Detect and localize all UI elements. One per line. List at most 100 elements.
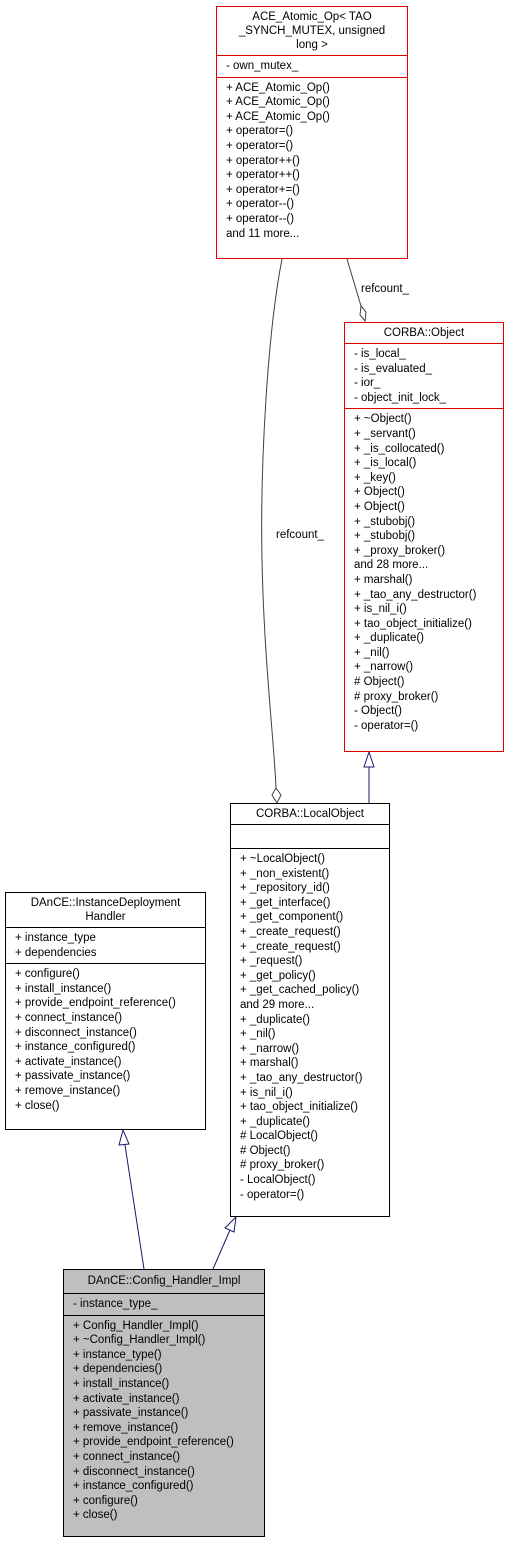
method-item: + operator++() — [226, 169, 300, 182]
attribute-section: - is_local_ - is_evaluated_ - ior_- object… — [345, 343, 503, 408]
method-item: + ~Object() — [354, 413, 412, 426]
method-item: + _proxy_broker() — [354, 544, 446, 557]
method-item: + remove_instance() — [15, 1084, 121, 1097]
method-item: + configure() — [73, 1494, 138, 1507]
refcount-label-object: refcount_ — [361, 283, 409, 295]
method-item: + _non_existent() — [240, 867, 330, 880]
method-item: + ~LocalObject() — [240, 853, 326, 865]
method-item: + _create_request() — [240, 940, 341, 953]
method-item: + activate_instance() — [15, 1055, 122, 1068]
method-item: + _tao_any_destructor() — [354, 588, 477, 601]
method-item: + install_instance() — [73, 1377, 170, 1390]
method-item: - operator=() — [354, 719, 419, 732]
inheritance-arrow-localobject — [224, 1215, 237, 1233]
method-item: + ACE_Atomic_Op() — [226, 110, 330, 123]
method-item: + operator=() — [226, 125, 294, 138]
inheritance-edge-config-localobject — [212, 1229, 231, 1270]
method-item: + _duplicate() — [240, 1115, 310, 1128]
method-item: + connect_instance() — [15, 1011, 123, 1024]
class-title: CORBA::Object — [383, 327, 465, 339]
method-item: + instance_configured() — [15, 1041, 136, 1054]
method-item: + provide_endpoint_reference() — [15, 997, 176, 1010]
class-corba-localobject[interactable]: CORBA::LocalObject + ~LocalObject()+ _no… — [230, 803, 390, 1217]
method-item: + install_instance() — [15, 982, 112, 995]
method-item: and 11 more... — [226, 227, 300, 240]
method-item: + disconnect_instance() — [73, 1465, 195, 1478]
method-item: + disconnect_instance() — [15, 1026, 137, 1039]
aggregation-diamond-localobject — [271, 787, 282, 805]
method-item: + activate_instance() — [73, 1392, 180, 1405]
method-item: + passivate_instance() — [15, 1070, 131, 1083]
method-item: + is_nil_i() — [240, 1086, 293, 1099]
method-section: + Config_Handler_Impl()+ ~Config_Handler… — [64, 1314, 264, 1526]
method-item: - Object() — [354, 705, 402, 718]
method-item: + tao_object_initialize() — [240, 1101, 358, 1114]
attribute-item: - object_init_lock_ — [354, 391, 447, 404]
method-item: + configure() — [15, 968, 80, 981]
inheritance-arrow-idh — [118, 1128, 130, 1146]
method-item: + Config_Handler_Impl() — [73, 1319, 199, 1332]
method-item: # proxy_broker() — [354, 690, 439, 703]
method-item: + _get_interface() — [240, 896, 331, 909]
class-title: DAnCE::InstanceDeployment Handler — [30, 897, 181, 923]
method-item: + instance_type() — [73, 1348, 162, 1361]
method-item: - operator=() — [240, 1188, 305, 1201]
method-item: + tao_object_initialize() — [354, 617, 472, 630]
method-section: + ~LocalObject()+ _non_existent()+ _repo… — [231, 848, 389, 1205]
method-item: + connect_instance() — [73, 1450, 181, 1463]
method-item: + _is_collocated() — [354, 442, 445, 455]
method-item: + _stubobj() — [354, 530, 416, 543]
refcount-edge-object — [346, 258, 362, 307]
method-item: and 29 more... — [240, 998, 315, 1011]
method-item: + ACE_Atomic_Op() — [226, 81, 330, 94]
method-item: + _get_component() — [240, 911, 344, 924]
method-item: + passivate_instance() — [73, 1407, 189, 1420]
method-item: + _get_cached_policy() — [240, 984, 360, 997]
method-item: + _servant() — [354, 427, 416, 440]
class-title: ACE_Atomic_Op< TAO _SYNCH_MUTEX, unsigne… — [238, 11, 386, 51]
method-item: + marshal() — [240, 1057, 299, 1070]
method-item: + operator++() — [226, 154, 300, 167]
attribute-section: - instance_type_ — [64, 1293, 264, 1315]
method-item: + _get_policy() — [240, 969, 316, 982]
method-section: + ACE_Atomic_Op()+ ACE_Atomic_Op()+ ACE_… — [217, 76, 407, 245]
class-corba-object[interactable]: CORBA::Object - is_local_- is_evaluated_… — [344, 322, 504, 752]
attribute-item: - ior_ — [354, 377, 381, 390]
method-item: + operator--() — [226, 212, 295, 225]
method-item: + _duplicate() — [354, 632, 424, 645]
method-item: # LocalObject() — [240, 1130, 318, 1143]
method-item: + _key() — [354, 471, 396, 484]
method-item: + Object() — [354, 500, 405, 513]
method-item: + _tao_any_destructor() — [240, 1071, 363, 1084]
method-item: # Object() — [240, 1144, 291, 1157]
method-item: + remove_instance() — [73, 1421, 179, 1434]
method-section: + ~Object()+ _servant() + _is_collocated(… — [345, 408, 503, 736]
attribute-section: - own_mutex_ — [217, 55, 407, 77]
attribute-item: - is_local_ — [354, 348, 406, 360]
method-item: + _narrow() — [354, 661, 414, 674]
refcount-edge-localobject — [261, 258, 283, 789]
method-item: + operator--() — [226, 198, 295, 211]
method-item: + _request() — [240, 955, 303, 968]
attribute-item: - is_evaluated_ — [354, 362, 432, 375]
refcount-label-localobject: refcount_ — [276, 529, 324, 541]
method-item: - LocalObject() — [240, 1174, 316, 1187]
method-item: + provide_endpoint_reference() — [73, 1436, 234, 1449]
attribute-item: + dependencies — [15, 946, 97, 959]
aggregation-diamond-object — [359, 304, 367, 323]
attribute-section — [231, 824, 389, 848]
attribute-item: + instance_type — [15, 932, 96, 944]
inheritance-arrow-object — [363, 750, 375, 768]
class-ace-atomic-op[interactable]: ACE_Atomic_Op< TAO _SYNCH_MUTEX, unsigne… — [216, 6, 408, 259]
method-item: + _stubobj() — [354, 515, 416, 528]
class-instance-deployment-handler[interactable]: DAnCE::InstanceDeployment Handler + inst… — [5, 892, 206, 1130]
method-item: + _nil() — [240, 1028, 276, 1041]
method-item: + close() — [73, 1509, 118, 1522]
method-item: + _nil() — [354, 646, 390, 659]
method-item: + _narrow() — [240, 1042, 300, 1055]
class-config-handler-impl[interactable]: DAnCE::Config_Handler_Impl - instance_ty… — [63, 1269, 265, 1537]
method-item: + marshal() — [354, 573, 413, 586]
method-item: + _is_local() — [354, 457, 417, 470]
method-item: + _create_request() — [240, 925, 341, 938]
